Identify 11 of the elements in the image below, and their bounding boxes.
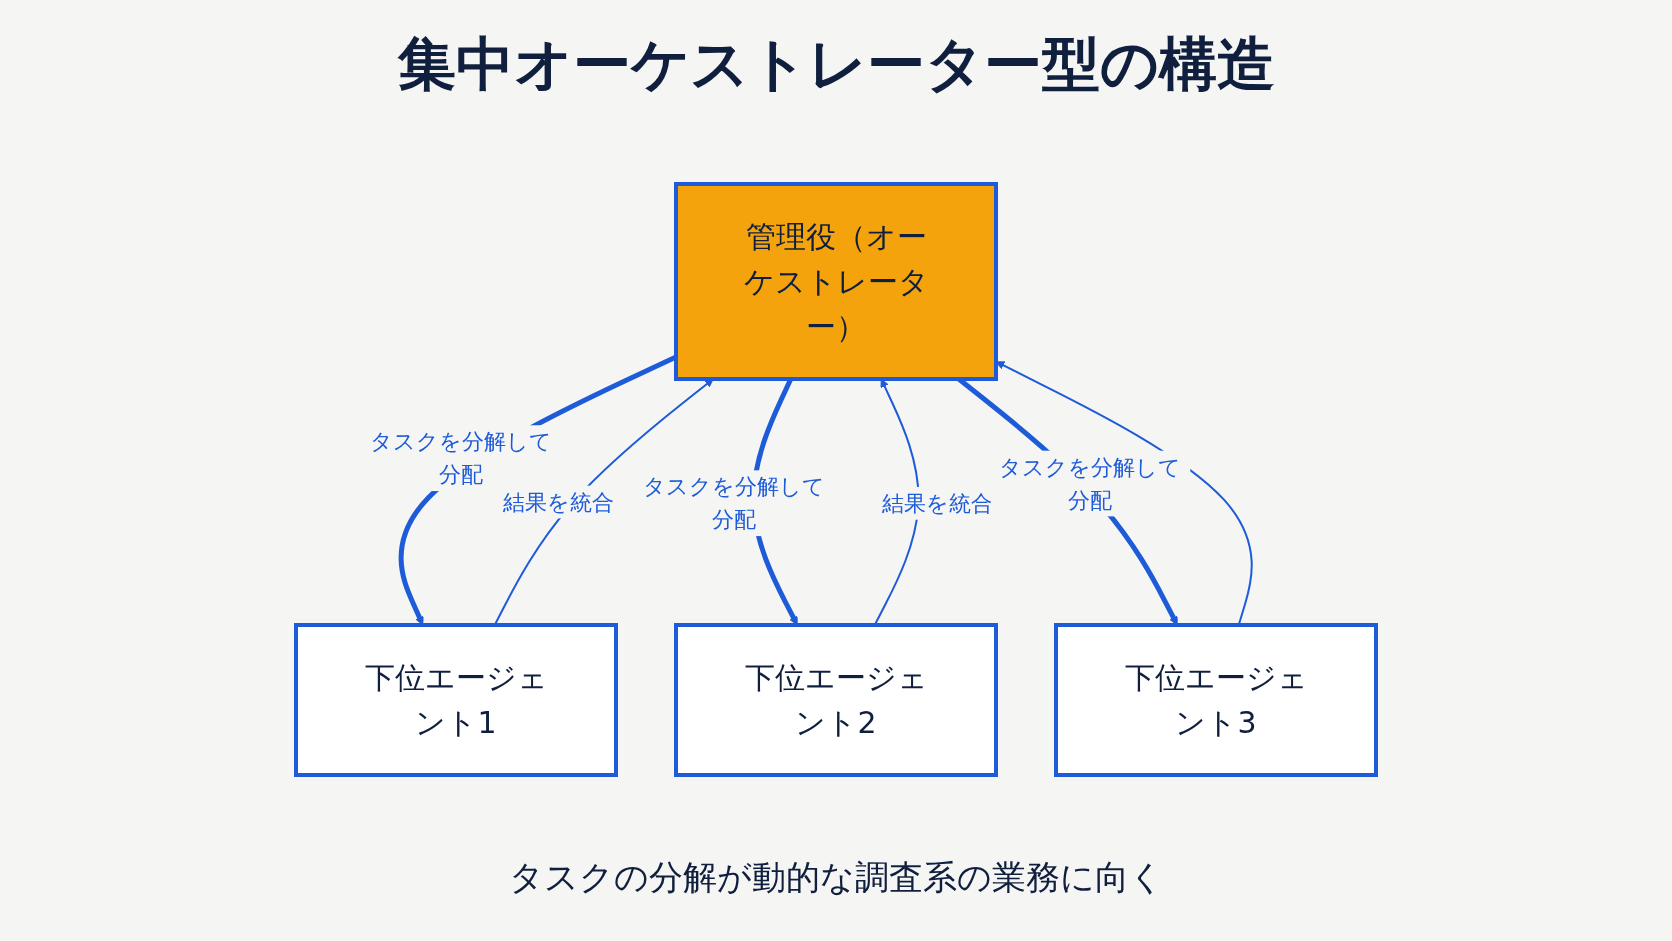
caption: タスクの分解が動的な調査系の業務に向く bbox=[508, 856, 1164, 899]
title: 集中オーケストレーター型の構造 bbox=[397, 29, 1275, 100]
edge-label: タスクを分解して分配 bbox=[643, 474, 826, 533]
node-box: 下位エージェント2 bbox=[674, 623, 998, 777]
node-box: 管理役（オーケストレーター） bbox=[674, 182, 998, 381]
node-box: 下位エージェント3 bbox=[1054, 623, 1378, 777]
node-box: 下位エージェント1 bbox=[294, 623, 618, 777]
edge-label: 結果を統合 bbox=[502, 489, 614, 515]
edge-label: タスクを分解して分配 bbox=[370, 429, 553, 488]
edge-label: タスクを分解して分配 bbox=[999, 454, 1182, 513]
edge-label: 結果を統合 bbox=[882, 490, 994, 516]
